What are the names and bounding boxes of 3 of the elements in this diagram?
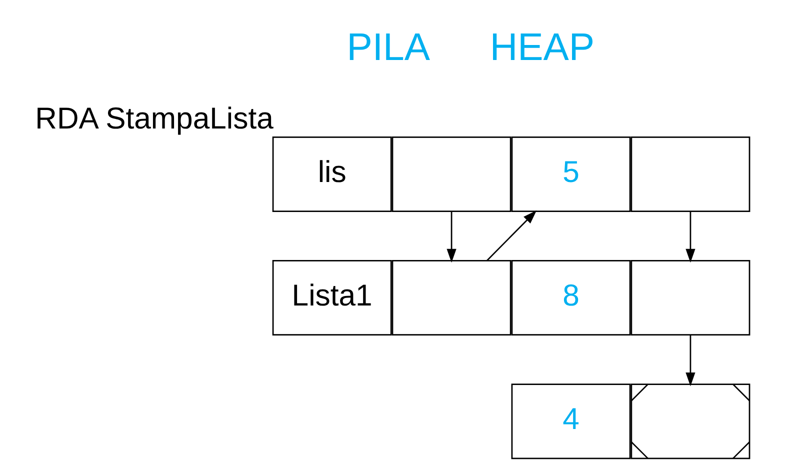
label: HEAP bbox=[490, 26, 595, 70]
label: PILA bbox=[346, 26, 430, 70]
node-label: RDA StampaLista bbox=[35, 102, 274, 136]
